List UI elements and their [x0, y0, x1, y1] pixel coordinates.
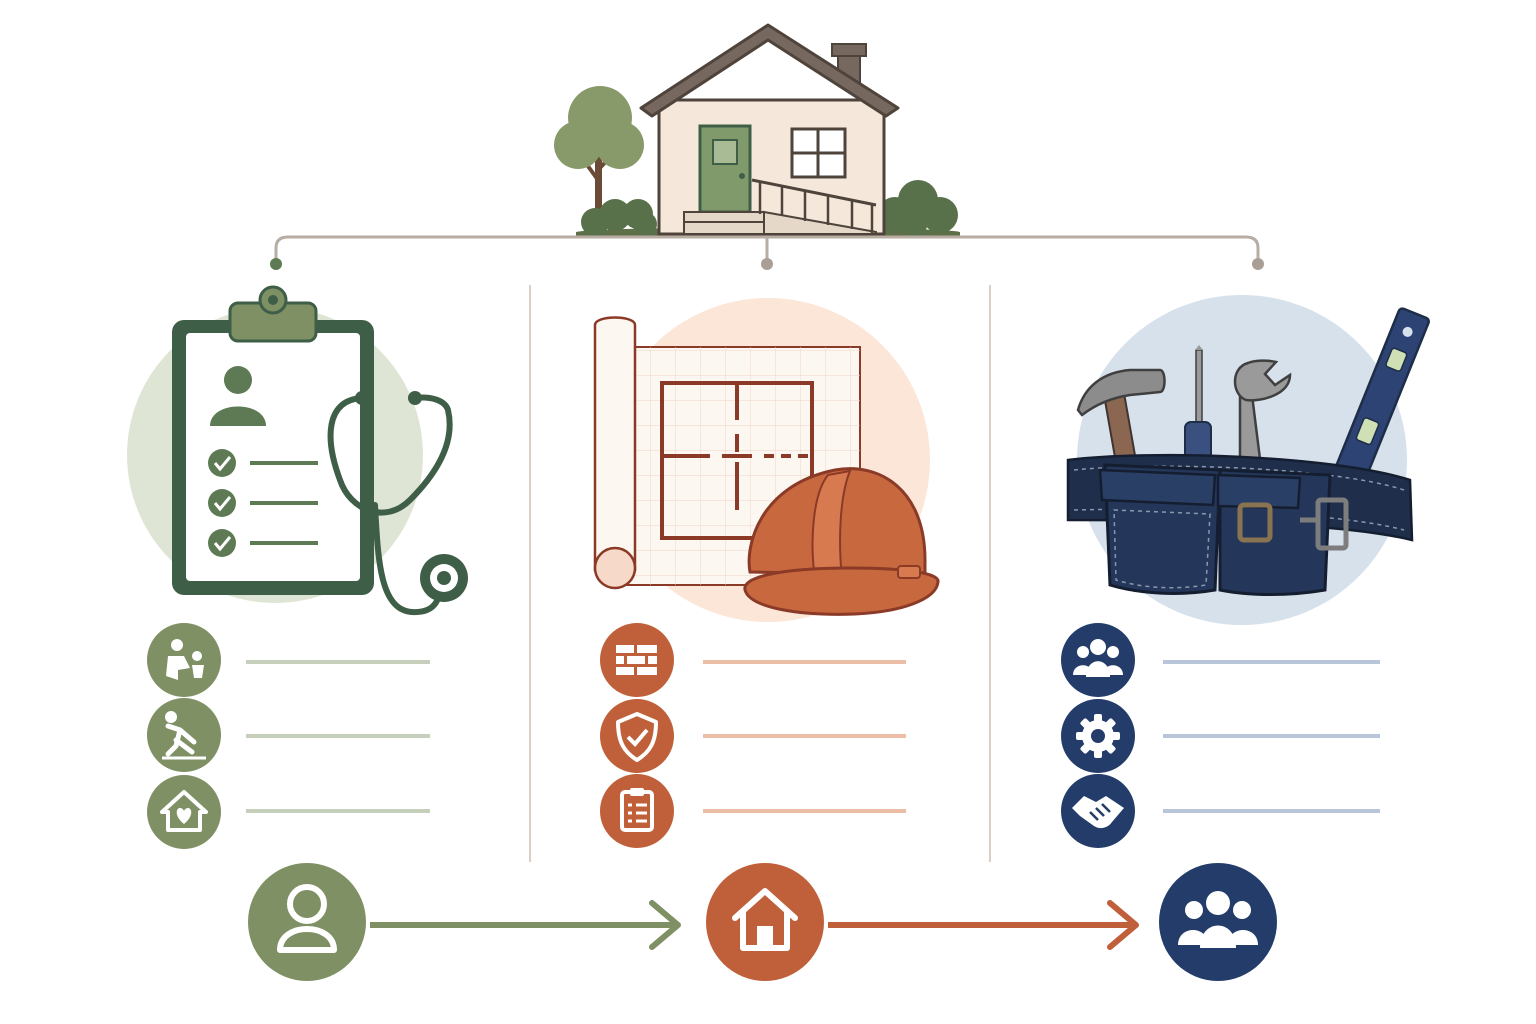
check-icon [208, 449, 236, 477]
blueprint-hardhat-illustration [593, 298, 940, 622]
fall-risk-icon [147, 698, 221, 772]
flow-home [706, 863, 824, 981]
bush-icon [581, 199, 657, 236]
flow-person [248, 863, 366, 981]
team-icon [1061, 623, 1135, 697]
home-heart-icon [147, 775, 221, 849]
check-icon [208, 529, 236, 557]
checklist-icon [600, 774, 674, 848]
gear-icon [1061, 699, 1135, 773]
clipboard-stethoscope-illustration [127, 285, 468, 616]
tool-belt-illustration [1066, 295, 1430, 625]
caregiver-child-icon [147, 623, 221, 697]
house-icon [732, 888, 798, 951]
flow-arrow-green [370, 900, 681, 950]
group-icon [1178, 891, 1258, 948]
check-icon [208, 489, 236, 517]
branch-node-center [761, 258, 773, 270]
brick-wall-icon [600, 623, 674, 697]
central-house-illustration [554, 23, 960, 237]
flow-community [1159, 863, 1277, 981]
bush-right-icon [877, 180, 958, 237]
wrench-icon [1233, 359, 1292, 477]
hard-hat-icon [743, 467, 940, 616]
branch-node-left [270, 258, 282, 270]
handshake-icon [1061, 774, 1135, 848]
tree-icon [554, 86, 644, 230]
person-icon [277, 884, 337, 953]
branch-connector [274, 235, 1260, 262]
shield-check-icon [600, 699, 674, 773]
flow-arrow-rust [828, 900, 1139, 950]
branch-node-right [1252, 258, 1264, 270]
